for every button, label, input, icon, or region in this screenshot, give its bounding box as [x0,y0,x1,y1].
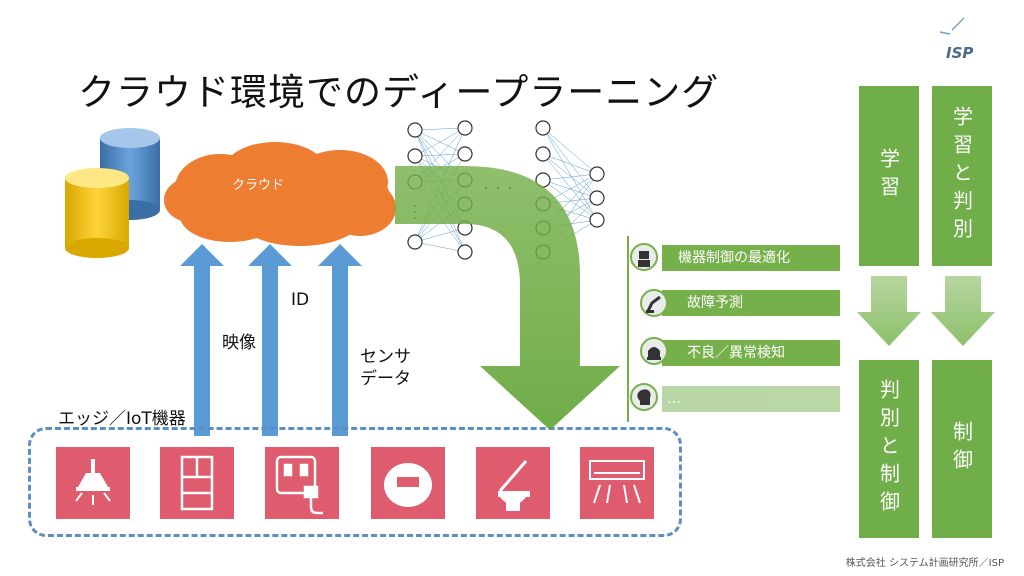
application-bar-control-optimization: 機器制御の最適化 [662,245,840,271]
application-bar-failure-prediction: 故障予測 [662,290,840,316]
rice-cooker-icon [371,447,445,519]
application-bar-more: … [662,386,840,412]
alarm-icon [640,337,668,365]
learning-column-label: 学習 [876,148,901,204]
brain-head-icon [630,383,658,411]
id-label: ID [291,290,310,310]
cloud-label: クラウド [232,178,285,193]
application-label: 故障予測 [687,295,743,311]
outlet-plug-icon [265,447,339,519]
application-connector [627,236,629,422]
cloud-shape [164,142,396,246]
learning-judgment-column: 学習と判別 [932,86,992,266]
video-label: 映像 [222,333,256,353]
application-label: … [667,391,681,407]
sensor-data-label: センサ データ [360,346,411,390]
judgment-control-column: 判別と制御 [859,360,919,538]
database-icon [65,128,160,258]
logo-text: ISP [946,44,974,62]
lamp-icon [56,447,130,519]
learning-judgment-column-label: 学習と判別 [949,106,974,246]
application-bar-anomaly-detection: 不良／異常検知 [662,340,840,366]
application-label: 機器制御の最適化 [678,250,790,266]
down-arrows [857,276,995,346]
page-title: クラウド環境でのディープラーニング [78,71,720,114]
sensor-label-line1: センサ [360,347,411,367]
air-conditioner-icon [580,447,654,519]
learning-column: 学習 [859,86,919,266]
processing-arrow [395,166,620,430]
control-column-label: 制御 [949,421,974,477]
application-label: 不良／異常検知 [687,345,785,361]
edge-iot-label: エッジ／IoT機器 [58,409,186,429]
robot-arm-icon [640,289,668,317]
refrigerator-icon [160,447,234,519]
robot-icon [630,243,658,271]
judgment-control-column-label: 判別と制御 [876,379,901,519]
sensor-label-line2: データ [360,369,411,389]
toilet-icon [476,447,550,519]
upload-arrows [180,244,362,436]
copyright-text: 株式会社 システム計画研究所／ISP [845,558,1004,569]
edge-device-group [28,427,682,537]
control-column: 制御 [932,360,992,538]
